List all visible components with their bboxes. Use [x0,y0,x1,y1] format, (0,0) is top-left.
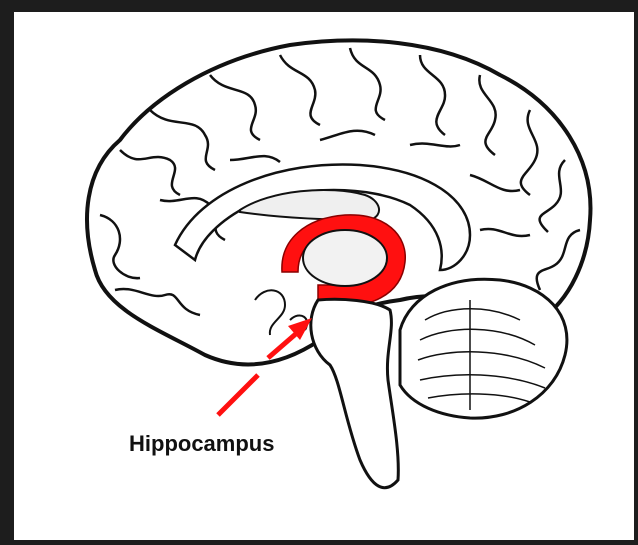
brainstem [311,299,399,487]
thalamus [303,230,387,286]
hippocampus-label: Hippocampus [129,431,274,457]
cerebellum [400,279,567,418]
